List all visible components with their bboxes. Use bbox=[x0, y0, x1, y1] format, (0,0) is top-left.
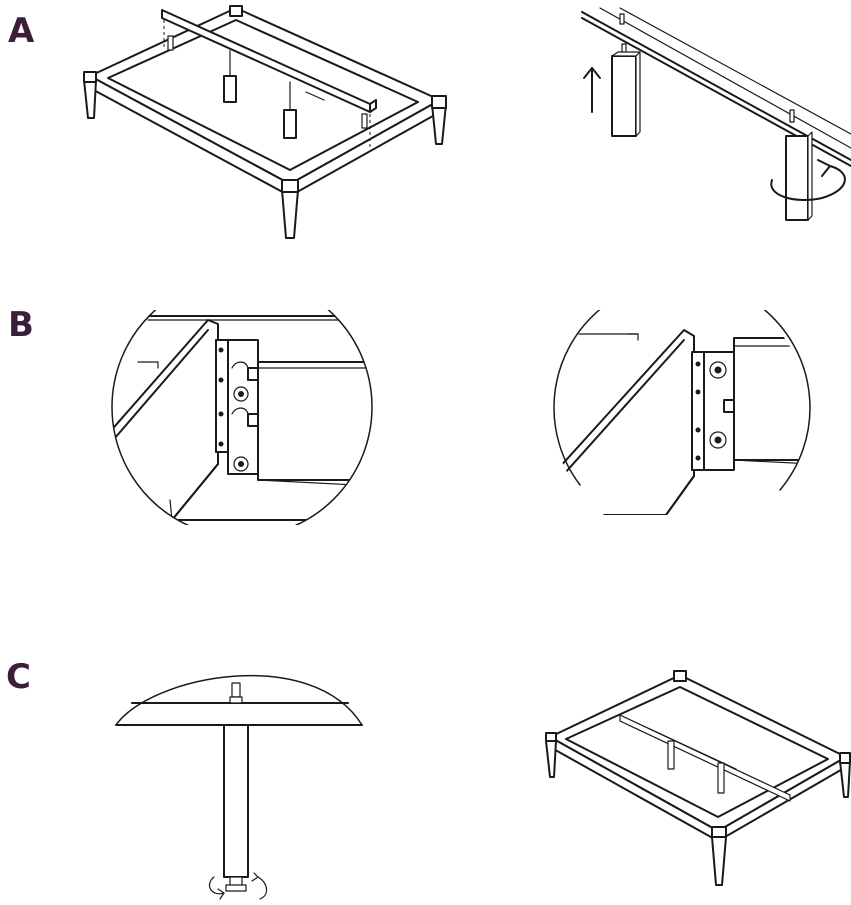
leg-right bbox=[431, 103, 447, 145]
detail-leg-up bbox=[611, 55, 637, 137]
step-c-leg-adjust-illustration bbox=[115, 674, 363, 900]
leg-front bbox=[281, 189, 299, 239]
support-leg-1 bbox=[223, 75, 237, 103]
up-arrow-icon bbox=[583, 67, 601, 113]
step-a-frame-illustration bbox=[83, 5, 447, 239]
step-c-label: C bbox=[6, 657, 31, 697]
rotate-arrow-icon bbox=[209, 872, 268, 900]
step-a-label: A bbox=[8, 11, 35, 51]
hook-plate bbox=[227, 339, 259, 475]
adjust-leg bbox=[223, 724, 249, 878]
leg-left bbox=[83, 79, 97, 119]
step-c-assembled-frame-illustration bbox=[545, 670, 851, 886]
support-leg-2 bbox=[283, 109, 297, 139]
step-b-bracket-right-illustration bbox=[552, 310, 811, 515]
rotate-arrow-icon bbox=[770, 159, 846, 201]
step-b-label: B bbox=[8, 305, 34, 345]
step-b-bracket-left-illustration bbox=[111, 310, 373, 525]
detail-leg-attached bbox=[785, 135, 809, 221]
bracket-plate bbox=[215, 339, 229, 453]
step-a-detail-illustration bbox=[581, 7, 851, 221]
